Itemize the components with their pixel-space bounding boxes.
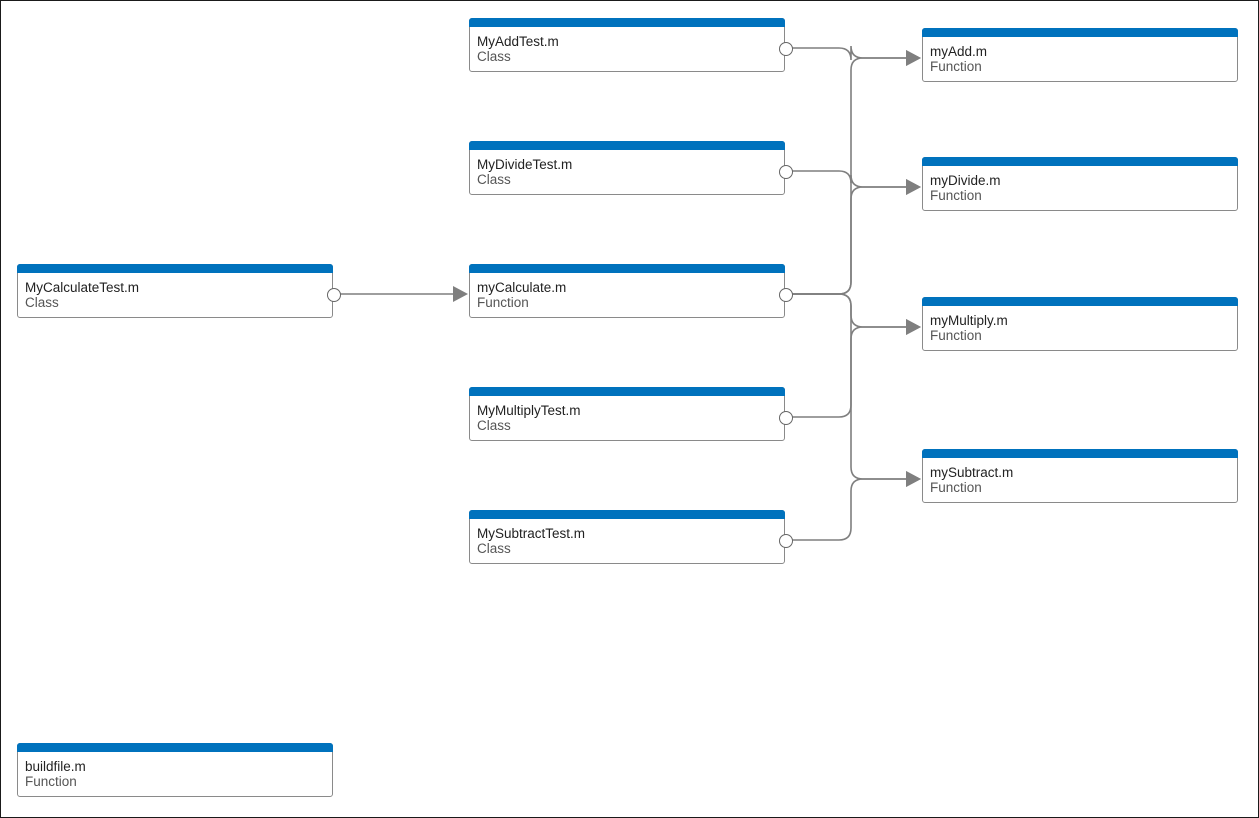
node-header-bar [17,264,333,273]
edge-mysubtracttest-to-mysubtract [787,478,907,541]
node-myadd[interactable]: myAdd.m Function [922,28,1238,82]
node-type: Function [930,59,982,74]
arrowhead-mymultiply [906,319,921,335]
node-filename: buildfile.m [25,759,86,774]
node-buildfile[interactable]: buildfile.m Function [17,743,333,797]
node-filename: MyDivideTest.m [477,157,573,172]
node-type: Class [477,541,511,556]
node-filename: myCalculate.m [477,280,567,295]
edge-mycalculate-to-mydivide [787,186,907,295]
arrowhead-myadd [906,50,921,66]
node-type: Class [25,295,59,310]
output-port-handle[interactable] [779,288,793,302]
node-header-bar [469,510,785,519]
node-type: Function [930,328,982,343]
node-header-bar [922,28,1238,37]
node-filename: MyAddTest.m [477,34,559,49]
arrowhead-mycalculate [453,286,468,302]
edge-mycalculate-to-mymultiply [787,293,907,328]
node-type: Class [477,418,511,433]
node-filename: myAdd.m [930,44,988,59]
node-type: Function [25,774,77,789]
edge-mycalculate-to-myadd [787,57,907,295]
node-type: Class [477,49,511,64]
output-port-handle[interactable] [779,165,793,179]
node-type: Function [477,295,529,310]
node-header-bar [469,18,785,27]
arrowhead-myadd [906,50,921,66]
arrowhead-mydivide [906,179,921,195]
node-filename: MyCalculateTest.m [25,280,140,295]
node-filename: mySubtract.m [930,465,1014,480]
node-header-bar [469,264,785,273]
output-port-handle[interactable] [779,534,793,548]
node-filename: MySubtractTest.m [477,526,586,541]
node-header-bar [469,141,785,150]
edge-mymultiplytest-to-mymultiply [787,326,907,418]
arrowhead-mysubtract [906,471,921,487]
node-header-bar [922,449,1238,458]
node-type: Class [477,172,511,187]
node-mymultiply[interactable]: myMultiply.m Function [922,297,1238,351]
output-port-handle[interactable] [327,288,341,302]
node-mysubtract[interactable]: mySubtract.m Function [922,449,1238,503]
arrowhead-mydivide [906,179,921,195]
output-port-handle[interactable] [779,411,793,425]
arrowhead-mysubtract [906,471,921,487]
node-type: Function [930,188,982,203]
node-header-bar [922,297,1238,306]
node-filename: MyMultiplyTest.m [477,403,581,418]
node-mysubtracttest[interactable]: MySubtractTest.m Class [469,510,793,564]
node-filename: myMultiply.m [930,313,1008,328]
node-type: Function [930,480,982,495]
node-myaddtest[interactable]: MyAddTest.m Class [469,18,793,72]
edge-myaddtest-to-myadd [787,45,907,61]
output-port-handle[interactable] [779,42,793,56]
node-header-bar [922,157,1238,166]
node-mycalculatetest[interactable]: MyCalculateTest.m Class [17,264,341,318]
node-mydivide[interactable]: myDivide.m Function [922,157,1238,211]
node-mycalculate[interactable]: myCalculate.m Function [469,264,793,318]
node-mydividetest[interactable]: MyDivideTest.m Class [469,141,793,195]
node-header-bar [469,387,785,396]
edge-mycalculate-to-mysubtract [787,293,907,480]
node-header-bar [17,743,333,752]
node-filename: myDivide.m [930,173,1001,188]
node-mymultiplytest[interactable]: MyMultiplyTest.m Class [469,387,793,441]
edge-mydividetest-to-mydivide [787,170,907,188]
arrowhead-mymultiply [906,319,921,335]
